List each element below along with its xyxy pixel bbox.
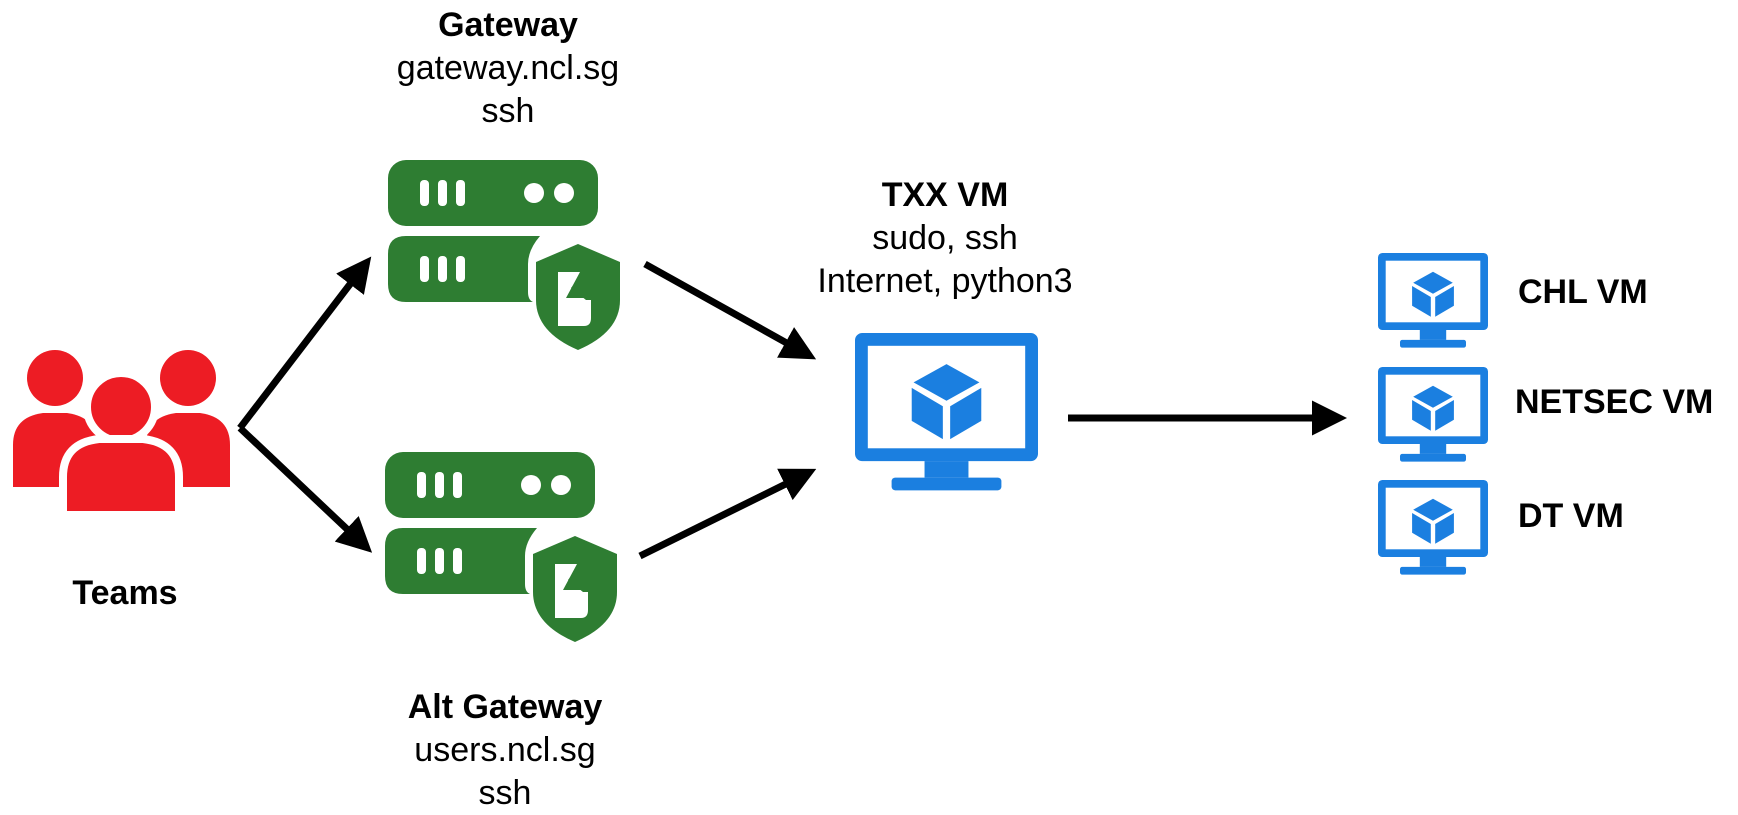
alt-gateway-service: ssh [478,774,532,812]
dt-vm-monitor-icon [1378,480,1488,575]
edge-teams-gateway [237,256,372,431]
people-group-icon [13,350,230,515]
alt-gateway-host: users.ncl.sg [414,731,596,769]
edge-gateway-txx [643,260,817,360]
alt-gateway-label: Alt Gateway users.ncl.sg ssh [355,686,655,815]
gateway-service: ssh [481,92,535,130]
teams-label: Teams [40,572,210,615]
chl-vm-monitor-icon [1378,253,1488,348]
txx-vm-monitor-icon [855,333,1038,491]
gateway-label: Gateway gateway.ncl.sg ssh [358,4,658,133]
gateway-host: gateway.ncl.sg [396,49,620,87]
alt-gateway-server-icon [385,452,617,642]
chl-vm-label: CHL VM [1518,273,1648,311]
edge-teams-alt-gateway [237,425,373,553]
txx-vm-line1: sudo, ssh [872,219,1018,257]
teams-title: Teams [72,574,178,612]
gateway-server-icon [388,160,620,350]
edge-alt-gateway-txx [638,468,817,560]
txx-vm-title: TXX VM [881,176,1009,214]
alt-gateway-title: Alt Gateway [407,688,603,726]
netsec-vm-label: NETSEC VM [1515,383,1714,421]
txx-vm-line2: Internet, python3 [817,262,1073,300]
dt-vm-label: DT VM [1518,497,1624,535]
txx-vm-label: TXX VM sudo, ssh Internet, python3 [780,174,1110,303]
gateway-title: Gateway [438,6,578,44]
netsec-vm-monitor-icon [1378,367,1488,462]
